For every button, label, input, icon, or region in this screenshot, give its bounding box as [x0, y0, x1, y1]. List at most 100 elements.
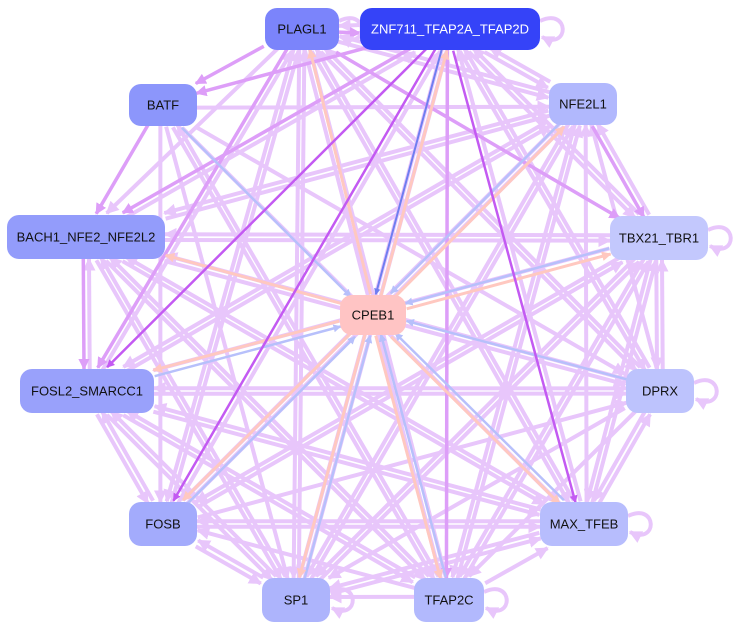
node-sp1[interactable]: SP1 — [262, 578, 330, 622]
edge-fosl2_smarcc1-to-bach1_nfe2_nfe2l2 — [82, 257, 96, 369]
node-dprx[interactable]: DPRX — [626, 369, 694, 413]
edge-plagl1-to-batf — [194, 44, 265, 86]
edge-cpeb1-to-fosb — [181, 332, 352, 502]
self-loop-tbx21_tbr1 — [707, 225, 733, 257]
edge-cpeb1-to-nfe2l1 — [393, 125, 566, 298]
edge-nfe2l1-to-fosl2_smarcc1 — [122, 119, 549, 369]
node-label: DPRX — [642, 384, 678, 399]
edge-tfap2c-to-batf — [175, 123, 441, 578]
edge-znf711_tfap2a_tfap2d-to-bach1_nfe2_nfe2l2 — [121, 46, 413, 215]
edge-znf711_tfap2a_tfap2d-to-fosb — [172, 48, 437, 502]
edge-nfe2l1-to-tfap2c — [449, 123, 577, 579]
edge-plagl1-to-sp1 — [287, 49, 302, 580]
node-tbx21-tbr1[interactable]: TBX21_TBR1 — [610, 216, 708, 260]
edge-znf711_tfap2a_tfap2d-to-max_tfeb — [451, 50, 578, 504]
edge-cpeb1-to-znf711_tfap2a_tfap2d — [379, 49, 450, 297]
edge-bach1_nfe2_nfe2l2-to-fosl2_smarcc1 — [78, 259, 90, 371]
edge-bach1_nfe2_nfe2l2-to-nfe2l1 — [165, 112, 551, 221]
node-box[interactable] — [262, 578, 330, 622]
edge-nfe2l1-to-znf711_tfap2a_tfap2d — [488, 46, 552, 84]
edge-fosl2_smarcc1-to-tfap2c — [122, 413, 414, 584]
edge-plagl1-to-bach1_nfe2_nfe2l2 — [105, 46, 280, 215]
node-label: SP1 — [284, 593, 309, 608]
edge-tfap2c-to-tbx21_tbr1 — [462, 260, 651, 581]
self-loop-sp1 — [329, 587, 355, 619]
edge-znf711_tfap2a_tfap2d-to-fosl2_smarcc1 — [106, 47, 428, 369]
node-label: FOSL2_SMARCC1 — [31, 384, 143, 399]
edge-fosb-to-fosl2_smarcc1 — [100, 410, 155, 502]
edge-cpeb1-to-bach1_nfe2_nfe2l2 — [164, 253, 342, 305]
node-box[interactable] — [610, 216, 708, 260]
edge-znf711_tfap2a_tfap2d-to-dprx — [458, 50, 647, 372]
edge-fosl2_smarcc1-to-plagl1 — [100, 50, 294, 372]
edge-tbx21_tbr1-to-dprx — [650, 260, 664, 371]
edge-tfap2c-to-max_tfeb — [484, 546, 549, 585]
edge-nfe2l1-to-cpeb1 — [389, 122, 561, 295]
edge-sp1-to-cpeb1 — [303, 334, 373, 579]
node-box[interactable] — [20, 369, 154, 413]
edge-tfap2c-to-fosl2_smarcc1 — [125, 409, 417, 580]
node-label: ZNF711_TFAP2A_TFAP2D — [371, 22, 529, 37]
node-box[interactable] — [540, 502, 628, 546]
edge-tbx21_tbr1-to-bach1_nfe2_nfe2l2 — [163, 227, 611, 241]
edge-max_tfeb-to-tbx21_tbr1 — [590, 259, 660, 504]
node-znf711-tfap2a-tfap2d[interactable]: ZNF711_TFAP2A_TFAP2D — [360, 8, 540, 50]
node-label: TBX21_TBR1 — [619, 231, 699, 246]
node-label: NFE2L1 — [559, 97, 607, 112]
node-label: MAX_TFEB — [550, 517, 619, 532]
edge-nfe2l1-to-sp1 — [304, 122, 571, 578]
node-cpeb1[interactable]: CPEB1 — [340, 295, 406, 335]
edge-znf711_tfap2a_tfap2d-to-tfap2c — [440, 49, 453, 580]
self-loop-dprx — [693, 378, 719, 410]
node-label: PLAGL1 — [277, 22, 326, 37]
edge-dprx-to-tbx21_tbr1 — [655, 258, 669, 369]
node-bach1-nfe2-nfe2l2[interactable]: BACH1_NFE2_NFE2L2 — [7, 215, 165, 259]
edge-sp1-to-plagl1 — [296, 48, 311, 579]
edge-max_tfeb-to-bach1_nfe2_nfe2l2 — [124, 255, 549, 502]
edge-plagl1-to-fosl2_smarcc1 — [96, 47, 289, 369]
node-box[interactable] — [414, 578, 484, 622]
node-box[interactable] — [7, 215, 165, 259]
node-box[interactable] — [626, 369, 694, 413]
node-batf[interactable]: BATF — [129, 84, 197, 126]
edge-znf711_tfap2a_tfap2d-to-nfe2l1 — [483, 50, 549, 90]
edge-tfap2c-to-nfe2l1 — [455, 124, 584, 580]
node-max-tfeb[interactable]: MAX_TFEB — [540, 502, 628, 546]
node-box[interactable] — [265, 8, 339, 50]
edge-tbx21_tbr1-to-fosb — [194, 256, 621, 504]
node-label: TFAP2C — [424, 593, 473, 608]
node-label: FOSB — [145, 517, 180, 532]
node-box[interactable] — [129, 84, 197, 126]
edge-max_tfeb-to-dprx — [597, 413, 652, 505]
edge-fosl2_smarcc1-to-nfe2l1 — [125, 124, 552, 373]
node-tfap2c[interactable]: TFAP2C — [414, 578, 484, 622]
node-box[interactable] — [129, 502, 197, 546]
node-label: BACH1_NFE2_NFE2L2 — [17, 230, 156, 245]
edge-cpeb1-to-sp1 — [296, 333, 367, 579]
edge-batf-to-cpeb1 — [180, 126, 352, 298]
edge-cpeb1-to-tfap2c — [374, 335, 443, 580]
edge-plagl1-to-fosb — [163, 48, 296, 503]
edge-max_tfeb-to-znf711_tfap2a_tfap2d — [455, 48, 583, 502]
edge-sp1-to-tbx21_tbr1 — [318, 260, 641, 582]
edge-tbx21_tbr1-to-nfe2l1 — [595, 122, 651, 216]
node-box[interactable] — [360, 8, 540, 50]
edge-bach1_nfe2_nfe2l2-to-max_tfeb — [121, 259, 546, 506]
node-plagl1[interactable]: PLAGL1 — [265, 8, 339, 50]
edge-max_tfeb-to-plagl1 — [314, 47, 576, 502]
node-box[interactable] — [549, 83, 617, 125]
edge-sp1-to-fosb — [197, 538, 265, 580]
edge-fosl2_smarcc1-to-cpeb1 — [154, 324, 342, 378]
node-box[interactable] — [340, 295, 406, 335]
node-fosl2-smarcc1[interactable]: FOSL2_SMARCC1 — [20, 369, 154, 413]
self-loop-max_tfeb — [627, 511, 653, 543]
edge-dprx-to-cpeb1 — [405, 319, 627, 381]
node-fosb[interactable]: FOSB — [129, 502, 197, 546]
edge-tfap2c-to-cpeb1 — [378, 333, 447, 578]
edge-nfe2l1-to-bach1_nfe2_nfe2l2 — [163, 108, 549, 217]
edge-cpeb1-to-max_tfeb — [390, 335, 561, 505]
node-nfe2l1[interactable]: NFE2L1 — [549, 83, 617, 125]
node-label: CPEB1 — [352, 308, 395, 323]
edge-fosb-to-sp1 — [194, 544, 262, 586]
